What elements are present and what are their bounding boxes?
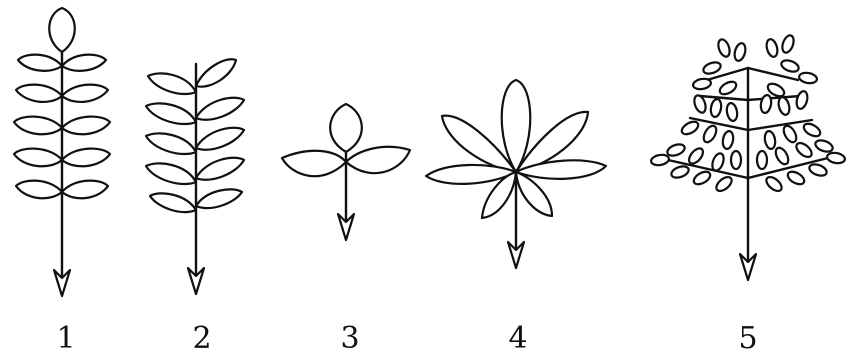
figure-label-2: 2: [182, 322, 222, 356]
even-pinnate-leaf-icon: [146, 59, 244, 294]
figure-label-3: 3: [330, 322, 370, 356]
odd-pinnate-leaf-icon: [14, 8, 110, 296]
bipinnate-leaf-icon: [650, 34, 845, 280]
figure-label-1: 1: [46, 322, 86, 356]
palmate-leaf-icon: [426, 80, 606, 268]
trifoliate-leaf-icon: [282, 104, 410, 240]
figure-label-4: 4: [498, 322, 538, 356]
figure-label-5: 5: [728, 322, 768, 356]
